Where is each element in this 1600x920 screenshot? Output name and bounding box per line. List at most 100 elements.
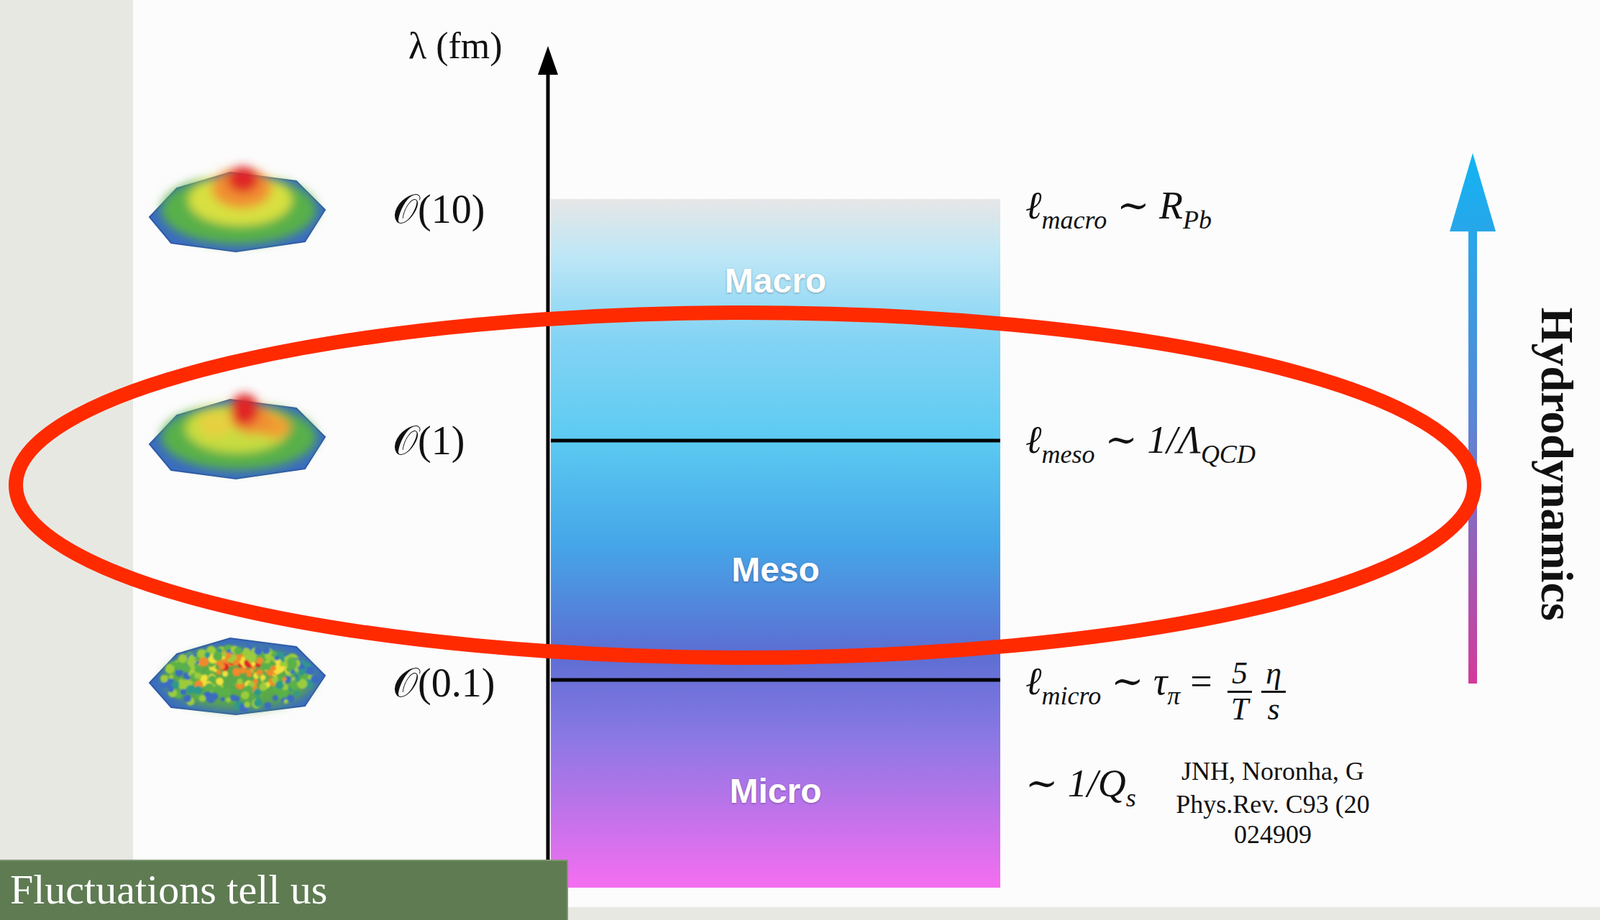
noise-dot bbox=[232, 668, 241, 677]
noise-dot bbox=[250, 662, 256, 667]
noise-dot bbox=[206, 693, 216, 704]
noise-dot bbox=[194, 665, 203, 674]
noise-dot bbox=[266, 683, 270, 687]
noise-dot bbox=[204, 683, 214, 692]
scale-band: Meso bbox=[550, 440, 1001, 681]
noise-dot bbox=[218, 665, 223, 669]
noise-dot bbox=[298, 669, 305, 676]
scale-column bbox=[550, 199, 1001, 889]
scale-value: 𝒪(10) bbox=[392, 186, 485, 233]
noise-dot bbox=[234, 647, 244, 656]
noise-dot bbox=[310, 675, 320, 684]
noise-dot bbox=[272, 695, 279, 702]
band-label: Macro bbox=[724, 261, 827, 301]
math-symbol: ∼ R bbox=[1116, 184, 1183, 228]
noise-dot bbox=[281, 697, 288, 704]
math-subscript: QCD bbox=[1200, 440, 1256, 469]
math-symbol: ℓ bbox=[1025, 418, 1042, 462]
noise-dot bbox=[215, 678, 224, 687]
noise-dot bbox=[217, 688, 226, 697]
noise-dot bbox=[284, 699, 289, 704]
noise-dot bbox=[253, 688, 262, 697]
noise-dot bbox=[279, 661, 285, 667]
noise-dot bbox=[253, 679, 259, 685]
noise-dot bbox=[165, 664, 175, 674]
band-label: Micro bbox=[729, 771, 822, 812]
axis-arrowhead bbox=[537, 46, 559, 75]
citation: JNH, Noronha, G bbox=[1181, 757, 1365, 787]
noise-dot bbox=[240, 668, 246, 674]
citation: 024909 bbox=[1233, 820, 1312, 850]
math-symbol: ℓ bbox=[1025, 660, 1042, 704]
noise-dot bbox=[194, 672, 201, 679]
noise-dot bbox=[212, 668, 217, 673]
noise-dot bbox=[222, 670, 228, 677]
noise-dot bbox=[292, 672, 297, 676]
noise-dot bbox=[254, 647, 263, 656]
noise-dot bbox=[204, 652, 211, 658]
noise-dot bbox=[160, 682, 167, 689]
noise-dot bbox=[271, 665, 277, 671]
smooth-profile bbox=[149, 166, 326, 252]
math-symbol: ∼ 1/Λ bbox=[1105, 418, 1201, 462]
noise-dot bbox=[274, 655, 280, 661]
scale-formula: ℓmacro∼ RPb bbox=[1025, 183, 1212, 236]
noise-dot bbox=[253, 698, 263, 708]
noise-dot bbox=[256, 657, 264, 665]
noise-dot bbox=[271, 653, 275, 658]
noise-dot bbox=[199, 695, 206, 702]
noise-dot bbox=[261, 663, 269, 671]
scale-value: 𝒪(0.1) bbox=[392, 660, 495, 707]
noise-dot bbox=[294, 691, 300, 697]
scale-formula: ℓmicro∼ τπ=5Tηs bbox=[1025, 657, 1291, 726]
math-subscript: π bbox=[1167, 681, 1181, 711]
band-label: Meso bbox=[731, 550, 820, 590]
noise-dot bbox=[289, 680, 299, 691]
noise-dot bbox=[246, 652, 256, 663]
noise-dot bbox=[212, 652, 223, 662]
noise-dot bbox=[256, 669, 264, 676]
noise-dot bbox=[210, 649, 215, 653]
math-symbol: ∼ τ bbox=[1111, 660, 1168, 704]
noise-dot bbox=[181, 665, 185, 669]
noise-dot bbox=[186, 658, 195, 667]
noise-dot bbox=[183, 695, 192, 704]
noise-dot bbox=[220, 697, 226, 702]
math-subscript: macro bbox=[1041, 205, 1108, 235]
math-subscript: micro bbox=[1041, 681, 1102, 711]
noise-dot bbox=[294, 676, 300, 682]
noise-dot bbox=[243, 701, 251, 709]
noise-dot bbox=[178, 654, 187, 664]
noise-dot bbox=[189, 655, 195, 660]
noise-dot bbox=[245, 669, 252, 676]
noise-dot bbox=[167, 686, 175, 693]
noise-dot bbox=[183, 665, 191, 674]
scale-divider bbox=[550, 439, 1001, 443]
noise-dot bbox=[259, 683, 268, 692]
note-text: Fluctuations tell us bbox=[0, 861, 328, 914]
scale-formula: ∼ 1/Qs bbox=[1025, 761, 1137, 814]
scale-formula: ℓmeso∼ 1/ΛQCD bbox=[1025, 417, 1256, 470]
noise-dot bbox=[305, 666, 315, 676]
scale-value: 𝒪(1) bbox=[392, 417, 465, 464]
math-operator: = bbox=[1190, 660, 1212, 704]
noise-dot bbox=[201, 675, 208, 682]
slide-panel bbox=[133, 0, 1600, 908]
noise-dot bbox=[260, 675, 266, 681]
scale-divider bbox=[550, 678, 1001, 683]
noise-dot bbox=[218, 663, 226, 670]
noise-dot bbox=[263, 702, 272, 710]
note-box: Fluctuations tell us bbox=[0, 860, 569, 920]
scale-band: Macro bbox=[550, 199, 1001, 441]
scale-band: Micro bbox=[550, 680, 1001, 889]
noise-dot bbox=[275, 680, 285, 690]
noise-dot bbox=[160, 675, 169, 684]
hydro-arrowhead bbox=[1449, 153, 1496, 232]
noise-dot bbox=[252, 666, 257, 671]
noise-dot bbox=[232, 660, 240, 667]
lumpy-profile bbox=[149, 394, 326, 479]
noise-dot bbox=[247, 652, 254, 659]
math-symbol: ∼ 1/Q bbox=[1025, 762, 1127, 806]
noise-dot bbox=[168, 675, 174, 680]
